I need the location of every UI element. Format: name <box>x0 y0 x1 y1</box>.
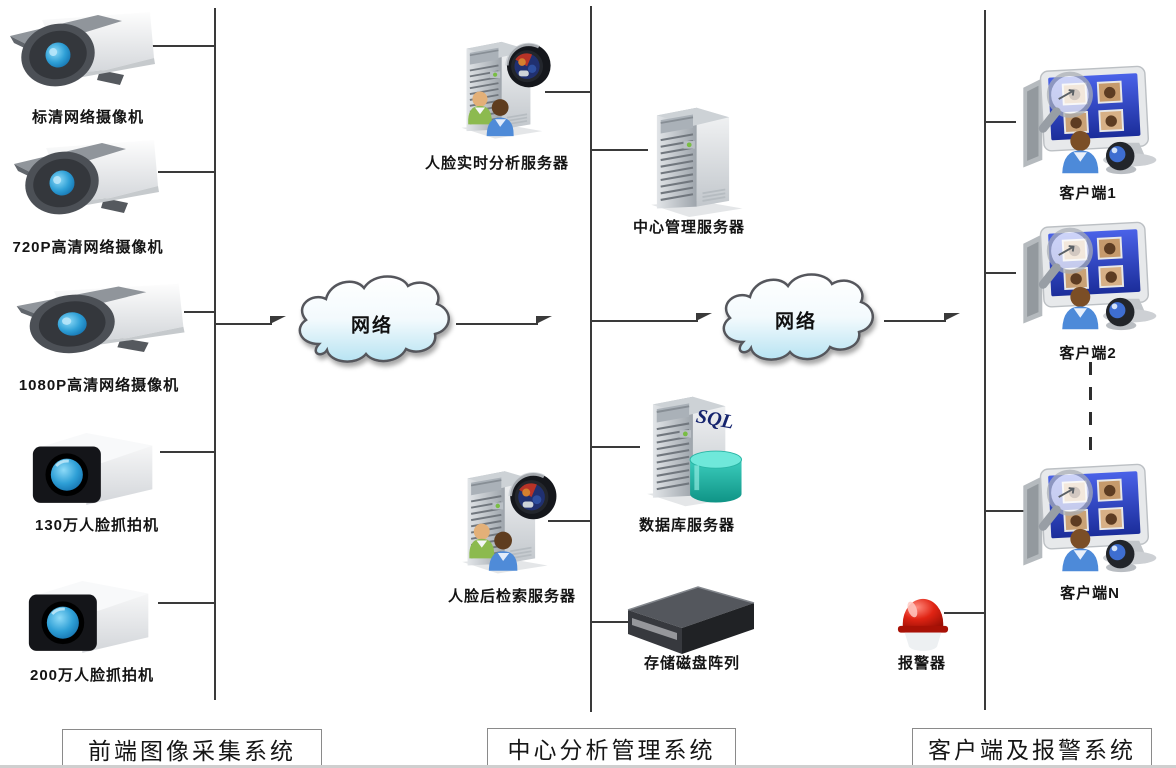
device-label: 人脸后检索服务器 <box>447 588 577 605</box>
arrowhead-into-center-bus <box>536 316 552 324</box>
device-label: 1080P高清网络摄像机 <box>18 377 180 394</box>
network-cloud-2-label: 网络 <box>774 311 818 333</box>
device-client-1 <box>1010 58 1162 182</box>
device-sd-camera <box>6 8 158 100</box>
network-cloud-1-label: 网络 <box>350 315 394 337</box>
connector-1080p-camera <box>184 311 215 313</box>
clients-ellipsis-dashes <box>1089 362 1092 452</box>
device-alarm-siren <box>896 588 950 654</box>
connector-client1 <box>986 121 1016 123</box>
connector-clientN <box>986 510 1033 512</box>
bus-client <box>984 10 986 710</box>
client-workstation-icon <box>1010 58 1162 182</box>
device-130w-face-camera <box>28 418 164 512</box>
device-720p-camera <box>10 136 162 228</box>
device-client-n <box>1010 456 1162 580</box>
device-face-search-server <box>448 456 560 586</box>
arrowhead-into-client-bus <box>944 313 960 321</box>
device-disk-array <box>620 580 762 658</box>
tower-server-icon <box>636 100 750 222</box>
sql-server-icon: SQL <box>646 395 742 508</box>
alarm-siren-icon <box>896 588 950 654</box>
disk-array-icon <box>620 580 762 658</box>
device-label: 数据库服务器 <box>638 517 736 534</box>
arrowhead-into-cloud1 <box>270 316 286 324</box>
device-label: 客户端2 <box>1059 345 1117 362</box>
face-server-icon <box>448 456 560 586</box>
arrow-line-cloud2-to-client <box>884 320 946 322</box>
connector-disk-array <box>592 621 636 623</box>
device-label: 存储磁盘阵列 <box>643 655 741 672</box>
bullet-camera-icon <box>12 280 188 366</box>
device-sql-database-server: SQL <box>632 388 752 516</box>
box-camera-icon <box>24 566 160 660</box>
face-server-icon <box>448 24 554 154</box>
device-face-analysis-server <box>448 24 554 154</box>
box-camera-icon <box>28 418 164 512</box>
device-200w-face-camera <box>24 566 160 660</box>
connector-face-analysis-server <box>545 91 592 93</box>
device-label: 中心管理服务器 <box>632 219 746 236</box>
device-label: 报警器 <box>897 655 947 672</box>
device-label: 标清网络摄像机 <box>31 109 145 126</box>
section-title-center: 中心分析管理系统 <box>487 728 736 768</box>
bus-center <box>590 6 592 712</box>
database-cylinder-icon <box>689 450 742 503</box>
device-central-mgmt-server <box>636 100 750 222</box>
arrow-line-cloud1-to-center <box>456 323 538 325</box>
device-label: 200万人脸抓拍机 <box>29 667 155 684</box>
bus-frontend <box>214 8 216 700</box>
device-label: 人脸实时分析服务器 <box>424 155 570 172</box>
connector-200w-camera <box>158 602 215 604</box>
connector-720p-camera <box>158 171 215 173</box>
client-workstation-icon <box>1010 456 1162 580</box>
connector-face-search-server <box>548 520 592 522</box>
bottom-edge-strip <box>0 765 1176 768</box>
device-client-2 <box>1010 214 1162 338</box>
arrow-line-bus-to-cloud1 <box>216 323 272 325</box>
connector-sql-server <box>592 446 640 448</box>
arrow-line-center-to-cloud2 <box>592 320 698 322</box>
bullet-camera-icon <box>6 8 158 100</box>
device-label: 客户端N <box>1060 585 1120 602</box>
connector-alarm <box>944 612 986 614</box>
device-label: 720P高清网络摄像机 <box>12 239 164 256</box>
device-1080p-camera <box>12 280 188 366</box>
section-title-client: 客户端及报警系统 <box>912 728 1152 768</box>
connector-mgmt-server <box>592 149 648 151</box>
device-label: 130万人脸抓拍机 <box>34 517 160 534</box>
client-workstation-icon <box>1010 214 1162 338</box>
device-label: 客户端1 <box>1059 185 1117 202</box>
connector-130w-camera <box>160 451 215 453</box>
connector-client2 <box>986 272 1016 274</box>
bullet-camera-icon <box>10 136 162 228</box>
connector-sd-camera <box>152 45 215 47</box>
section-title-frontend: 前端图像采集系统 <box>62 729 322 768</box>
arrowhead-into-cloud2 <box>696 313 712 321</box>
